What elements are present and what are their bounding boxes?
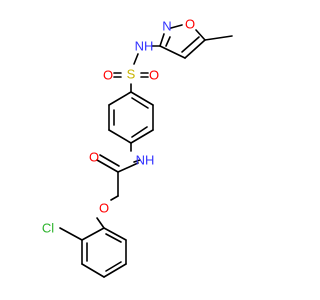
bond-c3-c4 bbox=[159, 45, 186, 59]
bond-ar1-inner bbox=[131, 97, 149, 109]
bond-n-c3-double bbox=[165, 36, 171, 47]
bond-ch2-o bbox=[110, 195, 119, 201]
label-sulfonyl-o-right: O bbox=[149, 68, 159, 83]
bond-ar1 bbox=[130, 91, 154, 106]
bond-c4-c5 bbox=[184, 39, 206, 59]
bond-c-o bbox=[96, 159, 119, 173]
bond-nh-s bbox=[133, 53, 139, 65]
molecule-diagram: NH N O S O O NH O O Cl bbox=[42, 17, 233, 278]
bond-nh-c bbox=[117, 162, 139, 173]
bond-c4-c5-double bbox=[181, 36, 200, 53]
label-sulfonamide-nh: NH bbox=[135, 39, 154, 54]
label-isoxazole-o: O bbox=[185, 17, 195, 32]
bond-ph4-inner bbox=[105, 261, 122, 272]
bond-ph6-inner bbox=[105, 233, 122, 243]
chlorophenoxy-group bbox=[59, 195, 127, 278]
label-sulfonyl-o-left: O bbox=[103, 68, 113, 83]
molecule-structure: NH N O S O O NH O O Cl bbox=[42, 17, 233, 278]
bond-nh-co-stub bbox=[133, 159, 141, 163]
bond-ph6 bbox=[103, 227, 127, 241]
bond-n-c3 bbox=[159, 33, 165, 47]
bond-c-o-double bbox=[99, 154, 120, 167]
bond-ar3-inner bbox=[131, 126, 148, 138]
bond-ph3 bbox=[81, 263, 105, 278]
bond-c5-o bbox=[195, 29, 206, 41]
bond-ph4 bbox=[103, 263, 127, 278]
isoxazole-ring bbox=[159, 24, 233, 59]
bond-o-ring bbox=[96, 217, 105, 229]
bond-ar6 bbox=[108, 91, 132, 106]
label-isoxazole-n: N bbox=[162, 19, 171, 34]
label-ether-o: O bbox=[99, 201, 109, 216]
bond-ar3 bbox=[130, 129, 154, 144]
amide-group bbox=[96, 142, 141, 197]
bond-ph1 bbox=[81, 227, 105, 241]
bond-ring-cl bbox=[59, 227, 83, 241]
label-amide-nh: NH bbox=[136, 153, 155, 168]
sulfonamide-group bbox=[113, 45, 161, 93]
bond-methyl bbox=[204, 35, 233, 41]
label-sulfur: S bbox=[127, 67, 136, 82]
bond-o-n bbox=[170, 24, 183, 29]
phenylene-ring bbox=[108, 91, 154, 144]
label-chlorine: Cl bbox=[42, 221, 54, 236]
bond-ar4 bbox=[108, 129, 132, 144]
label-carbonyl-o: O bbox=[89, 150, 99, 165]
